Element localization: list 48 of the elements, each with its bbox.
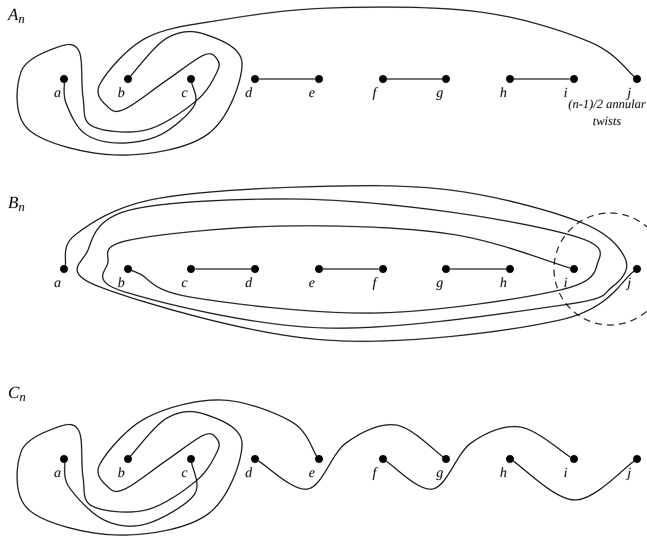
point-label: j bbox=[627, 277, 632, 291]
point-label: a bbox=[54, 277, 61, 291]
point-label: i bbox=[564, 467, 568, 481]
point-label: g bbox=[436, 467, 444, 481]
point-label: b bbox=[118, 87, 125, 101]
point-label: b bbox=[118, 277, 125, 291]
point-label: g bbox=[436, 277, 444, 291]
point-label: c bbox=[181, 277, 188, 291]
point-label: g bbox=[436, 87, 444, 101]
point-label: d bbox=[245, 467, 252, 481]
point-label: i bbox=[564, 87, 568, 101]
point-label: e bbox=[308, 87, 316, 101]
arc bbox=[259, 78, 315, 80]
point-label: i bbox=[564, 277, 568, 291]
point-label: f bbox=[372, 467, 376, 481]
arc bbox=[386, 426, 570, 490]
arc bbox=[16, 6, 635, 156]
arc bbox=[512, 460, 634, 501]
point-label: j bbox=[627, 467, 632, 481]
arc bbox=[258, 424, 444, 490]
arc bbox=[64, 462, 198, 527]
point-label: h bbox=[500, 277, 507, 291]
diagram-label: A$_{n}$ bbox=[8, 4, 25, 28]
arc bbox=[195, 268, 252, 270]
point-label: c bbox=[181, 467, 188, 481]
point-label: d bbox=[245, 277, 252, 291]
arc bbox=[450, 268, 506, 270]
point-label: d bbox=[245, 87, 252, 101]
point-label: f bbox=[372, 277, 376, 291]
arc bbox=[386, 78, 442, 80]
point-label: c bbox=[181, 87, 188, 101]
arc bbox=[514, 78, 570, 80]
point-label: b bbox=[118, 467, 125, 481]
arc bbox=[64, 82, 196, 144]
diagram-label: C$_{n}$ bbox=[8, 382, 26, 406]
point-label: h bbox=[500, 87, 507, 101]
point-label: j bbox=[627, 87, 632, 101]
arc bbox=[322, 268, 378, 270]
arc bbox=[16, 399, 317, 536]
point-label: a bbox=[54, 87, 61, 101]
point-label: f bbox=[372, 87, 376, 101]
point-label: e bbox=[308, 467, 316, 481]
arc bbox=[76, 198, 634, 342]
arc bbox=[64, 185, 627, 329]
diagram-label: B$_{n}$ bbox=[8, 192, 25, 216]
point-label: h bbox=[500, 467, 507, 481]
point-label: e bbox=[308, 277, 316, 291]
point-label: a bbox=[54, 467, 61, 481]
